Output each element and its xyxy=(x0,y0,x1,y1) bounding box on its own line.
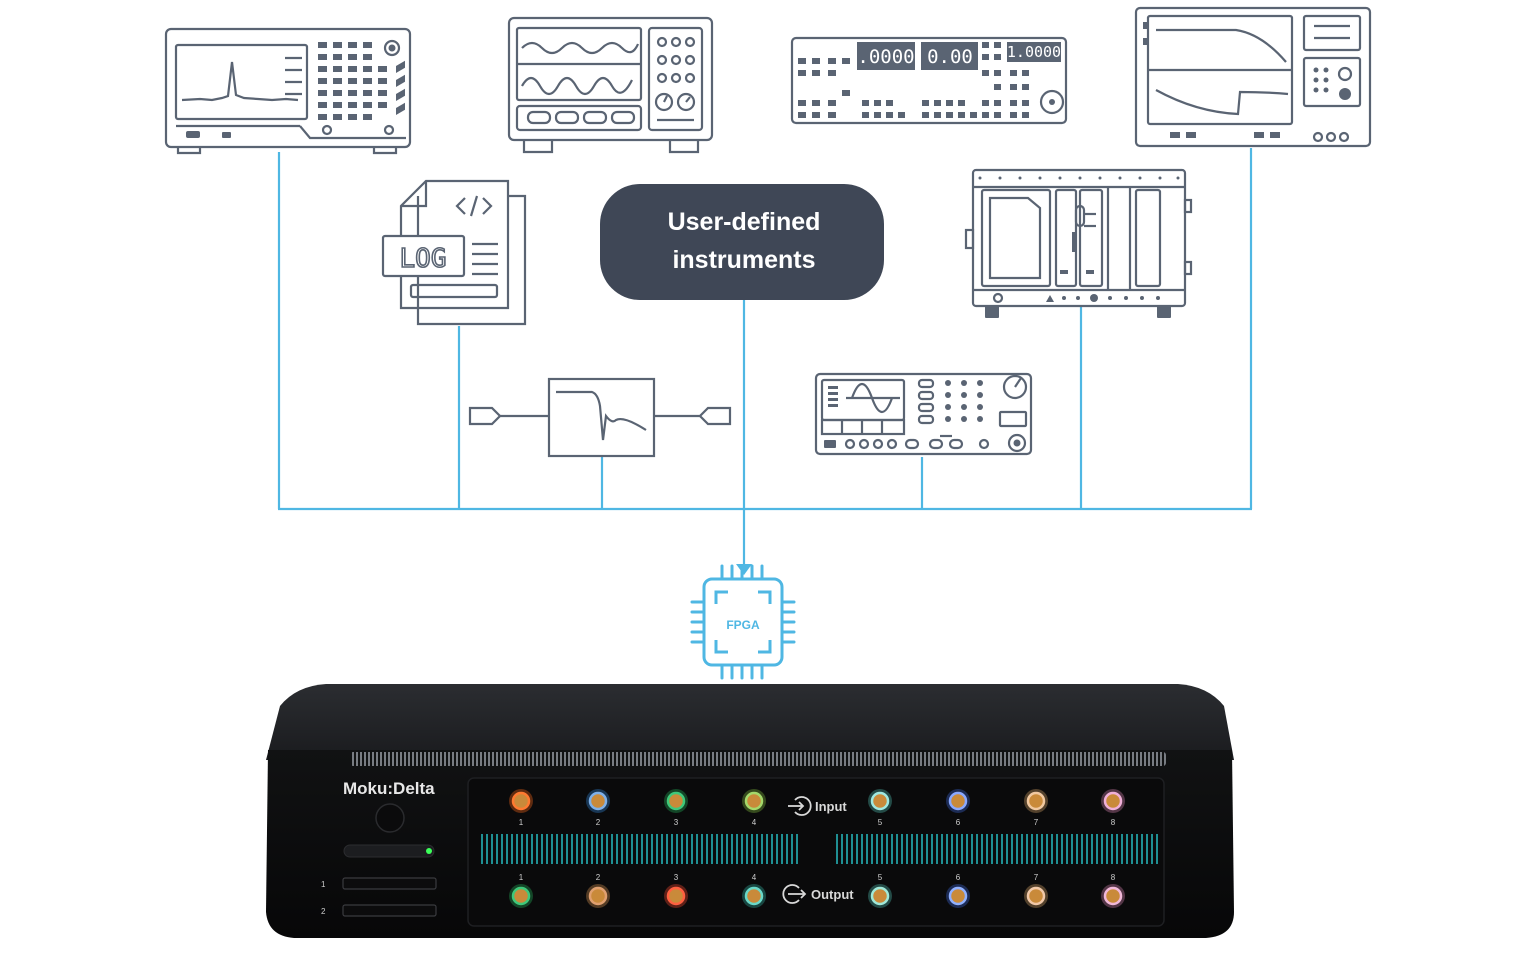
input-number: 1 xyxy=(519,818,524,827)
input-port-5[interactable] xyxy=(870,791,890,811)
input-arrow-icon xyxy=(788,796,812,816)
input-port-6[interactable] xyxy=(948,791,968,811)
user-defined-line-1: User-defined xyxy=(668,208,821,236)
output-number: 3 xyxy=(674,873,679,882)
pxi-chassis-icon xyxy=(964,168,1193,318)
calibrator-readout-3: 1.0000 xyxy=(1007,43,1061,61)
fpga-chip-icon: FPGA xyxy=(690,564,796,680)
front-vent-left xyxy=(478,834,800,864)
input-port-4[interactable] xyxy=(744,791,764,811)
user-defined-line-2: instruments xyxy=(672,246,815,274)
device-brand-label: Moku:Delta xyxy=(343,779,435,798)
output-port-numbers: 1 2 3 4 5 6 7 8 xyxy=(519,873,1116,882)
output-ports xyxy=(509,884,1125,908)
calibrator-icon: .0000 0.00 1.0000 xyxy=(790,36,1068,125)
input-number: 5 xyxy=(878,818,883,827)
front-vent-right xyxy=(836,834,1158,864)
log-label: LOG xyxy=(400,244,447,274)
input-label: Input xyxy=(815,799,847,814)
output-number: 6 xyxy=(956,873,961,882)
fpga-label: FPGA xyxy=(726,618,760,632)
input-number: 2 xyxy=(596,818,601,827)
calibrator-readout-1: .0000 xyxy=(857,46,914,68)
moku-delta-device: Moku:Delta 1 2 1 2 3 4 5 6 7 xyxy=(266,684,1234,938)
calibrator-readout-2: 0.00 xyxy=(927,46,973,68)
oscilloscope-icon xyxy=(507,16,714,154)
input-ports xyxy=(509,789,1125,813)
digital-filter-icon xyxy=(468,377,732,458)
status-led xyxy=(426,848,432,854)
input-number: 3 xyxy=(674,818,679,827)
spectrum-analyzer-icon xyxy=(164,27,412,155)
input-port-7[interactable] xyxy=(1026,791,1046,811)
output-port-5[interactable] xyxy=(870,886,890,906)
power-button[interactable] xyxy=(375,803,405,833)
data-logger-icon: LOG xyxy=(381,179,527,326)
input-port-8[interactable] xyxy=(1103,791,1123,811)
storage-slot-1[interactable] xyxy=(342,877,437,890)
output-label: Output xyxy=(811,887,854,902)
output-number: 7 xyxy=(1034,873,1039,882)
output-port-2[interactable] xyxy=(588,886,608,906)
output-port-6[interactable] xyxy=(948,886,968,906)
output-port-4[interactable] xyxy=(744,886,764,906)
output-number: 2 xyxy=(596,873,601,882)
connection-wires xyxy=(277,148,1253,575)
input-number: 8 xyxy=(1111,818,1116,827)
output-number: 1 xyxy=(519,873,524,882)
storage-slot-2[interactable] xyxy=(342,904,437,917)
waveform-generator-icon xyxy=(814,372,1033,456)
output-port-8[interactable] xyxy=(1103,886,1123,906)
input-number: 6 xyxy=(956,818,961,827)
output-number: 5 xyxy=(878,873,883,882)
output-port-3[interactable] xyxy=(666,886,686,906)
output-port-1[interactable] xyxy=(511,886,531,906)
input-port-3[interactable] xyxy=(666,791,686,811)
input-port-numbers: 1 2 3 4 5 6 7 8 xyxy=(519,818,1116,827)
slot-number-2: 2 xyxy=(321,907,326,916)
input-port-1[interactable] xyxy=(511,791,531,811)
output-number: 8 xyxy=(1111,873,1116,882)
frequency-response-analyzer-icon xyxy=(1134,6,1372,148)
input-number: 4 xyxy=(752,818,757,827)
user-defined-instruments-label: User-defined instruments xyxy=(600,184,884,300)
input-number: 7 xyxy=(1034,818,1039,827)
output-port-7[interactable] xyxy=(1026,886,1046,906)
input-port-2[interactable] xyxy=(588,791,608,811)
output-arrow-icon xyxy=(782,884,807,904)
slot-number-1: 1 xyxy=(321,880,326,889)
output-number: 4 xyxy=(752,873,757,882)
